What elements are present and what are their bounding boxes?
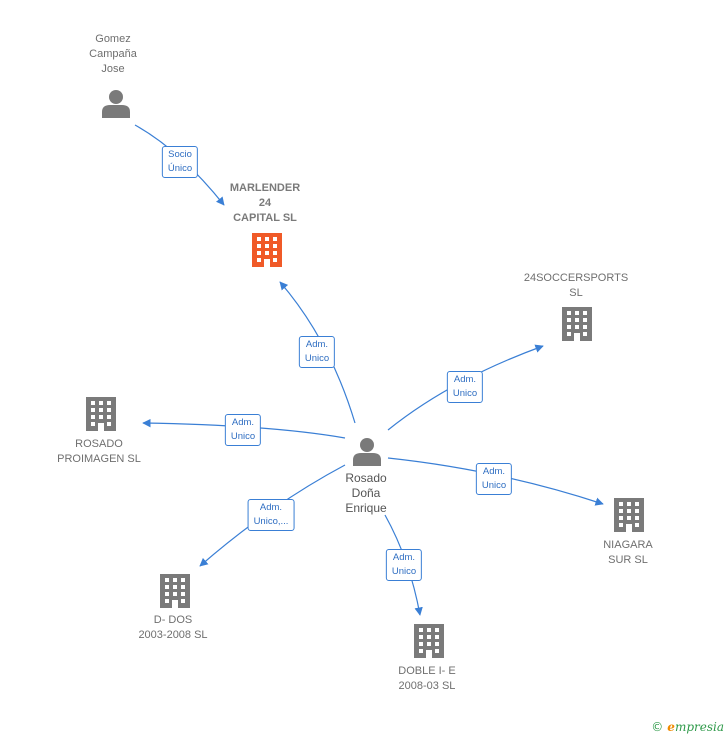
- building-icon-niagara: [614, 498, 644, 532]
- node-label-gomez[interactable]: Gomez Campaña Jose: [89, 33, 137, 75]
- node-label-soccer[interactable]: 24SOCCERSPORTS SL: [523, 272, 629, 299]
- edge-label-rosado-ddos[interactable]: Adm. Unico,...: [247, 499, 295, 531]
- node-label-niagara[interactable]: NIAGARA SUR SL: [603, 539, 653, 566]
- node-label-rosado[interactable]: Rosado Doña Enrique: [345, 471, 387, 515]
- edge-label-rosado-niagara[interactable]: Adm. Unico: [475, 463, 513, 495]
- copyright-icon: ©: [651, 720, 664, 734]
- edge-label-gomez-marlender[interactable]: Socio Único: [161, 146, 199, 178]
- building-icon-proimagen: [86, 397, 116, 431]
- building-icon-soccer: [562, 307, 592, 341]
- building-icon-ddos: [160, 574, 190, 608]
- building-icon-doble: [414, 624, 444, 658]
- node-label-doble[interactable]: DOBLE I- E 2008-03 SL: [398, 665, 456, 692]
- empresia-logo: ©empresia: [651, 720, 724, 734]
- edge-label-rosado-soccer[interactable]: Adm. Unico: [446, 371, 484, 403]
- building-icon-marlender: [252, 233, 282, 267]
- edge-label-rosado-proimagen[interactable]: Adm. Unico: [224, 414, 262, 446]
- node-label-ddos[interactable]: D- DOS 2003-2008 SL: [138, 614, 208, 641]
- edge-label-rosado-marlender[interactable]: Adm. Unico: [298, 336, 336, 368]
- node-label-marlender[interactable]: MARLENDER 24 CAPITAL SL: [229, 182, 301, 224]
- person-icon-gomez: [102, 90, 130, 118]
- person-icon-rosado: [353, 438, 381, 466]
- node-label-proimagen[interactable]: ROSADO PROIMAGEN SL: [57, 438, 141, 465]
- edge-label-rosado-doble[interactable]: Adm. Unico: [385, 549, 423, 581]
